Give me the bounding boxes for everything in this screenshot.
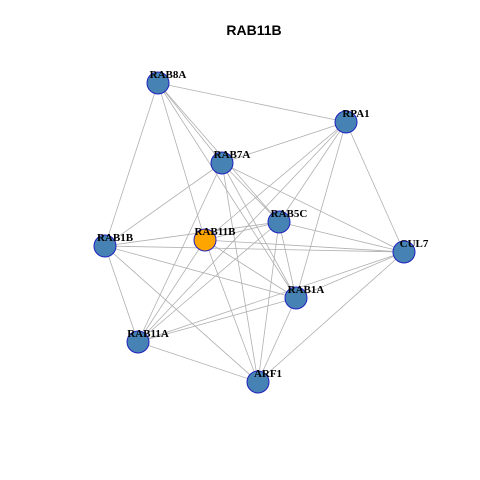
edge-rpa1-cul7 [345,121,405,253]
edge-rab1a-arf1 [257,297,297,383]
edge-cul7-rab11a [137,251,405,343]
edge-rpa1-rab1a [295,121,347,299]
node-rab1a[interactable] [284,286,308,310]
edge-layer [104,82,405,383]
edge-rab7a-cul7 [221,162,405,253]
node-rab8a[interactable] [146,71,170,95]
edge-rab7a-rab5c [221,162,280,223]
node-label-arf1: ARF1 [254,368,282,380]
edge-rab7a-arf1 [221,162,259,383]
edge-rab8a-rab1a [157,82,297,299]
graph-title: RAB11B [226,22,281,38]
edge-rab5c-rab1b [104,221,280,247]
edge-rab5c-arf1 [257,221,280,383]
node-label-rpa1: RPA1 [342,108,369,120]
edge-rab1b-rab1a [104,245,297,299]
node-rab11b[interactable] [193,228,217,252]
edge-rab11b-arf1 [204,239,259,383]
edge-cul7-arf1 [257,251,405,383]
edge-rpa1-rab11a [137,121,347,343]
edge-rab5c-rab11b [204,221,280,241]
node-rab11a[interactable] [126,330,150,354]
edge-rab7a-rab1a [221,162,297,299]
edge-rpa1-rab11b [204,121,347,241]
node-label-rab1a: RAB1A [288,284,325,296]
edge-rab8a-rab11b [157,82,206,241]
node-rab7a[interactable] [210,151,234,175]
edge-rpa1-rab7a [221,121,347,164]
node-layer [93,71,416,394]
edge-rab11b-rab1a [204,239,297,299]
node-label-rab1b: RAB1B [97,232,134,244]
edge-rab7a-rab1b [104,162,223,247]
edge-rab5c-cul7 [278,221,405,253]
edge-rpa1-rab5c [278,121,347,223]
edge-rab1b-arf1 [104,245,259,383]
node-label-cul7: CUL7 [400,238,429,250]
edge-rab5c-rab11a [137,221,280,343]
edge-rab8a-rab1b [104,82,159,247]
edge-rab7a-rab11a [137,162,223,343]
edge-rab5c-rab1a [278,221,297,299]
node-rab5c[interactable] [267,210,291,234]
node-label-rab5c: RAB5C [271,208,308,220]
node-arf1[interactable] [246,370,270,394]
node-label-rab11a: RAB11A [127,328,169,340]
node-rab1b[interactable] [93,234,117,258]
edge-cul7-rab1a [295,251,405,299]
edge-rab8a-rpa1 [157,82,347,123]
edge-rab1b-rab11a [104,245,139,343]
edge-rab11b-cul7 [204,239,405,253]
node-rpa1[interactable] [334,110,358,134]
edge-rab11b-rab11a [137,239,206,343]
node-label-rab8a: RAB8A [150,69,187,81]
node-cul7[interactable] [392,240,416,264]
edge-rab1a-rab11a [137,297,297,343]
node-label-rab7a: RAB7A [214,149,251,161]
edge-rab11a-arf1 [137,341,259,383]
edge-rab8a-rab7a [157,82,223,164]
edge-rab1b-cul7 [104,245,405,253]
node-label-rab11b: RAB11B [195,226,237,238]
